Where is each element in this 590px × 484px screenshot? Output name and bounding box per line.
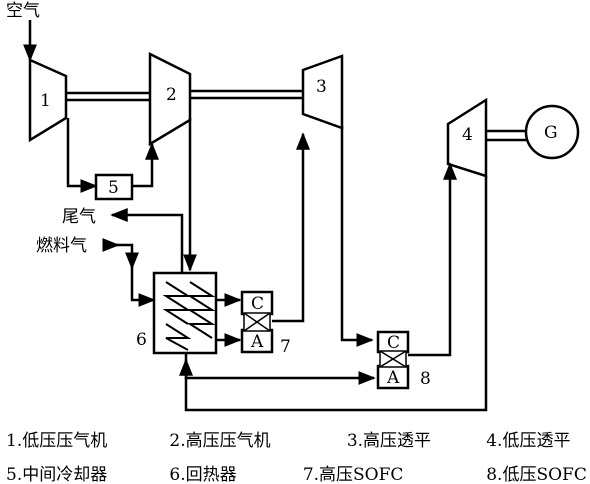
legend-item-4: 4.低压透平 xyxy=(486,431,571,451)
fuel-label: 燃料气 xyxy=(36,236,87,256)
legend-item-5: 5.中间冷却器 xyxy=(6,465,108,484)
label-8: 8 xyxy=(420,369,431,389)
legend-row-1: 1.低压压气机 2.高压压气机 3.高压透平 4.低压透平 xyxy=(6,426,570,451)
legend-item-8: 8.低压SOFC xyxy=(486,465,587,484)
generator-label: G xyxy=(544,123,558,143)
legend-item-3: 3.高压透平 xyxy=(346,431,432,451)
legend-item-7: 7.高压SOFC xyxy=(302,465,404,484)
lp-sofc-c-label: C xyxy=(387,333,400,353)
label-4: 4 xyxy=(462,125,473,145)
label-3: 3 xyxy=(316,77,327,97)
hp-sofc-a-label: A xyxy=(250,332,264,352)
label-7: 7 xyxy=(280,337,291,357)
air-label: 空气 xyxy=(6,1,40,21)
legend-item-1: 1.低压压气机 xyxy=(6,431,108,451)
legend-item-2: 2.高压压气机 xyxy=(169,431,271,451)
legend-row-2: 5.中间冷却器 6.回热器 7.高压SOFC 8.低压SOFC xyxy=(6,460,587,484)
regenerator xyxy=(152,271,218,355)
lp-compressor xyxy=(28,58,68,143)
label-5: 5 xyxy=(108,178,119,198)
label-2: 2 xyxy=(166,85,177,105)
label-1: 1 xyxy=(40,91,51,111)
generator xyxy=(524,104,580,160)
lp-sofc-a-label: A xyxy=(386,368,400,388)
exhaust-label: 尾气 xyxy=(62,207,96,227)
hp-sofc-c-label: C xyxy=(251,294,264,314)
legend-item-6: 6.回热器 xyxy=(169,465,237,484)
label-6: 6 xyxy=(136,330,147,350)
